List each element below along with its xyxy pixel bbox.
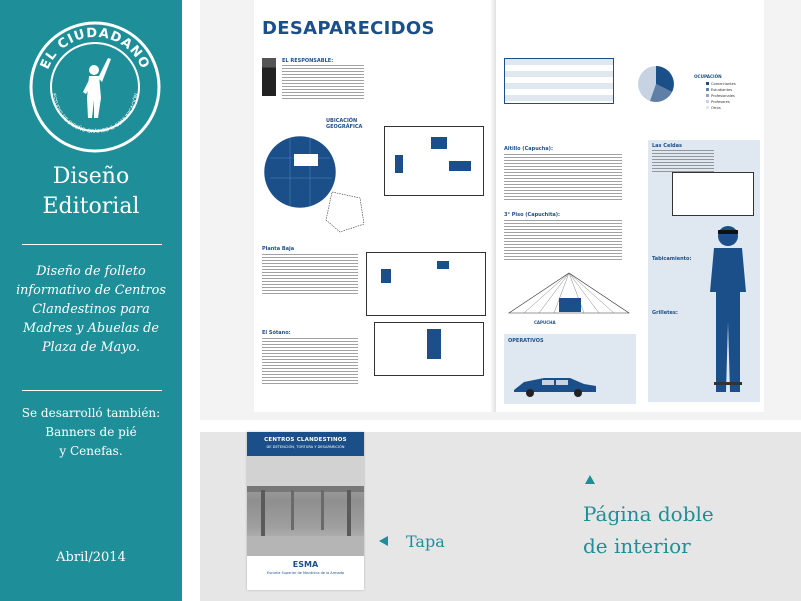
capucha-structure-diagram: CAPUCHA	[508, 272, 630, 325]
responsible-portrait	[262, 58, 276, 96]
spread-title: DESAPARECIDOS	[262, 18, 435, 39]
logo-text: EL CIUDADANO	[38, 26, 151, 72]
heading-cells: Las Celdas	[652, 143, 682, 149]
interior-photo-illustration	[247, 456, 364, 556]
heading-location: UBICACIÓN GEOGRÁFICA	[326, 118, 363, 130]
heading-attic: Altillo (Capucha):	[504, 146, 553, 152]
heading-blindfold: Tabicamiento:	[652, 256, 692, 262]
heading-basement: El Sótano:	[262, 330, 291, 336]
capucha-label: CAPUCHA	[534, 320, 556, 325]
occupation-pie-chart: OCUPACIÓN Comerciantes Estudiantes Profe…	[638, 66, 736, 110]
floor-plan	[384, 126, 484, 196]
text-block	[262, 338, 358, 386]
spread-caption-line-2: de interior	[583, 534, 691, 558]
also-line-1: Se desarrolló también:	[21, 406, 161, 420]
also-line-3: y Cenefas.	[59, 444, 123, 458]
text-block	[504, 220, 622, 260]
cell-box	[672, 172, 754, 216]
divider	[22, 390, 162, 391]
location-map	[263, 135, 365, 233]
cover-title: CENTROS CLANDESTINOS	[264, 437, 347, 443]
brochure-cover: CENTROS CLANDESTINOS DE DETENCIÓN, TORTU…	[247, 432, 364, 590]
spread-right-page: OCUPACIÓN Comerciantes Estudiantes Profe…	[496, 0, 764, 412]
project-description: Diseño de folleto informativo de Centros…	[16, 264, 166, 355]
text-block	[282, 65, 364, 101]
spread-caption-line-1: Página doble	[583, 502, 714, 526]
basement-plan	[374, 322, 484, 376]
text-block	[504, 154, 622, 202]
legend-item: Otros	[711, 106, 721, 110]
cover-esma: ESMA	[292, 560, 319, 569]
spread-caption: Página doble de interior	[583, 498, 783, 562]
heading-ground-floor: Planta Baja	[262, 246, 295, 252]
spread-left-page: DESAPARECIDOS EL RESPONSABLE: UBICACIÓN …	[254, 0, 496, 412]
double-page-spread: DESAPARECIDOS EL RESPONSABLE: UBICACIÓN …	[200, 0, 801, 420]
svg-text:EL CIUDADANO: EL CIUDADANO	[38, 26, 152, 72]
also-line-2: Banners de pié	[45, 425, 137, 439]
citizen-figure-icon	[83, 58, 111, 118]
text-block	[652, 150, 714, 172]
car-illustration	[514, 378, 596, 397]
heading-operations: OPERATIVOS	[508, 338, 544, 344]
prisoner-figure	[710, 226, 746, 392]
divider	[22, 244, 162, 245]
ground-floor-plan	[366, 252, 486, 316]
legend-item: Profesores	[711, 100, 730, 104]
title-line-2: Editorial	[42, 194, 140, 219]
legend-item: Estudiantes	[711, 88, 732, 92]
cover-subtitle: DE DETENCIÓN, TORTURA Y DESAPARICIÓN	[266, 445, 345, 449]
statistics-table	[504, 58, 614, 104]
cover-esma-subtitle: Escuela Superior de Mecánica de la Armad…	[267, 571, 344, 575]
section-title: Diseño Editorial	[0, 162, 182, 222]
cover-header: CENTROS CLANDESTINOS DE DETENCIÓN, TORTU…	[247, 432, 364, 456]
cover-photo	[247, 456, 364, 556]
el-ciudadano-logo: EL CIUDADANO ESTUDIO DE DISEÑO GRÁFICO &…	[29, 21, 161, 153]
occupation-label: OCUPACIÓN	[694, 74, 722, 79]
project-date: Abril/2014	[56, 550, 126, 565]
showcase-area: CENTROS CLANDESTINOS DE DETENCIÓN, TORTU…	[200, 432, 801, 601]
legend-item: Profesionales	[711, 94, 735, 98]
heading-third-floor: 3° Piso (Capuchita):	[504, 212, 561, 218]
legend-item: Comerciantes	[711, 82, 736, 86]
arrow-left-icon	[379, 536, 388, 546]
sidebar: EL CIUDADANO ESTUDIO DE DISEÑO GRÁFICO &…	[0, 0, 182, 601]
heading-responsible: EL RESPONSABLE:	[282, 58, 334, 64]
operations-box	[504, 334, 636, 404]
title-line-1: Diseño	[52, 164, 130, 189]
cover-caption: Tapa	[406, 532, 445, 551]
also-developed: Se desarrolló también: Banners de pié y …	[6, 404, 176, 461]
cover-footer: ESMA Escuela Superior de Mecánica de la …	[247, 556, 364, 590]
heading-shackles: Grilletes:	[652, 310, 678, 316]
text-block	[262, 254, 358, 294]
arrow-up-icon	[585, 475, 595, 484]
